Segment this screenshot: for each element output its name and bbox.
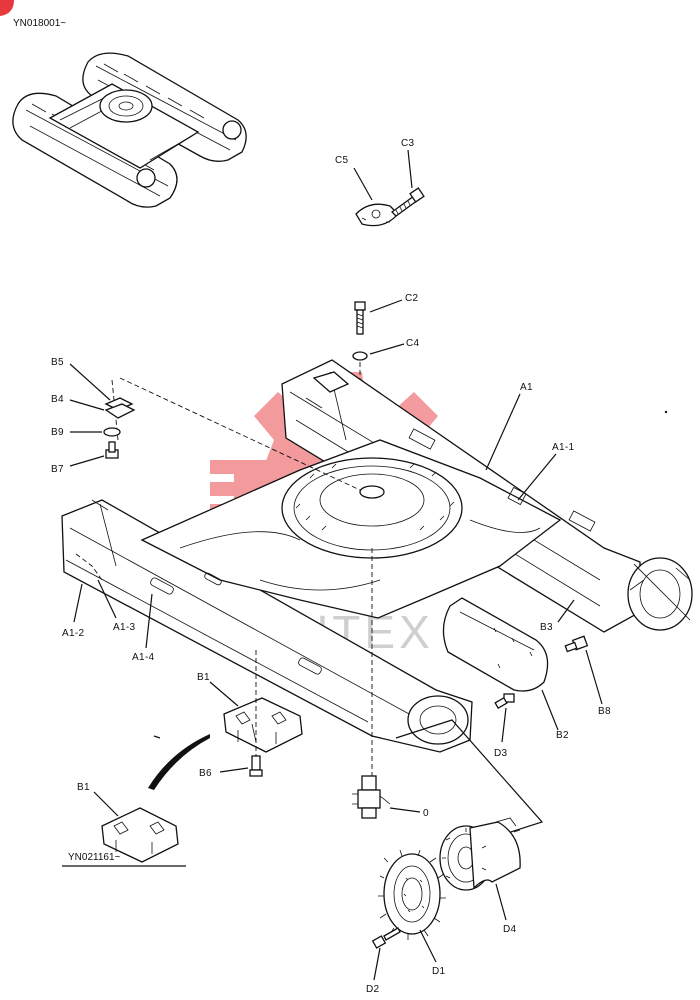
part-b5-b4-bracket [104, 397, 136, 419]
serial-top: YN018001~ [13, 18, 66, 29]
label-d4: D4 [503, 924, 517, 935]
label-a1-3: A1-3 [113, 622, 135, 633]
label-c2: C2 [405, 293, 419, 304]
label-a1-2: A1-2 [62, 628, 84, 639]
part-d2-bolt [371, 927, 401, 949]
label-c5: C5 [335, 155, 349, 166]
label-b7: B7 [51, 464, 64, 475]
part-b1-bracket-lower [101, 807, 179, 863]
part-0-swivel-joint [352, 775, 391, 819]
label-a1: A1 [520, 382, 533, 393]
part-d3-bolt [494, 693, 515, 709]
arrow-icon [148, 734, 210, 790]
part-b7-bolt [105, 441, 119, 459]
label-b2: B2 [556, 730, 569, 741]
part-b6-bolt [249, 755, 263, 777]
part-b2-cover [442, 597, 549, 692]
part-a1-track-frame [61, 359, 693, 753]
label-b4: B4 [51, 394, 64, 405]
label-b8: B8 [598, 706, 611, 717]
label-a1-1: A1-1 [552, 442, 574, 453]
part-b8-bolt [564, 635, 589, 653]
part-d1-sprocket [378, 849, 446, 940]
corner-marker [0, 0, 14, 16]
label-b5: B5 [51, 357, 64, 368]
label-c4: C4 [406, 338, 420, 349]
part-c4-washer [352, 351, 368, 361]
label-b6: B6 [199, 768, 212, 779]
label-a1-4: A1-4 [132, 652, 154, 663]
label-b3: B3 [540, 622, 553, 633]
part-d4-travel-motor [439, 817, 521, 891]
part-b1-bracket-upper [223, 697, 303, 753]
part-b9-washer [103, 427, 121, 437]
overview-thumbnail [12, 52, 247, 208]
label-0: 0 [423, 808, 429, 819]
label-d3: D3 [494, 748, 508, 759]
label-d1: D1 [432, 966, 446, 977]
serial-bottom: YN021161~ [68, 852, 121, 863]
label-d2: D2 [366, 984, 380, 995]
part-c3-bolt [391, 187, 425, 217]
part-c5-cover [355, 203, 399, 227]
label-b1-lower: B1 [77, 782, 90, 793]
part-c2-bolt [354, 301, 366, 335]
label-b1-upper: B1 [197, 672, 210, 683]
label-c3: C3 [401, 138, 415, 149]
label-b9: B9 [51, 427, 64, 438]
